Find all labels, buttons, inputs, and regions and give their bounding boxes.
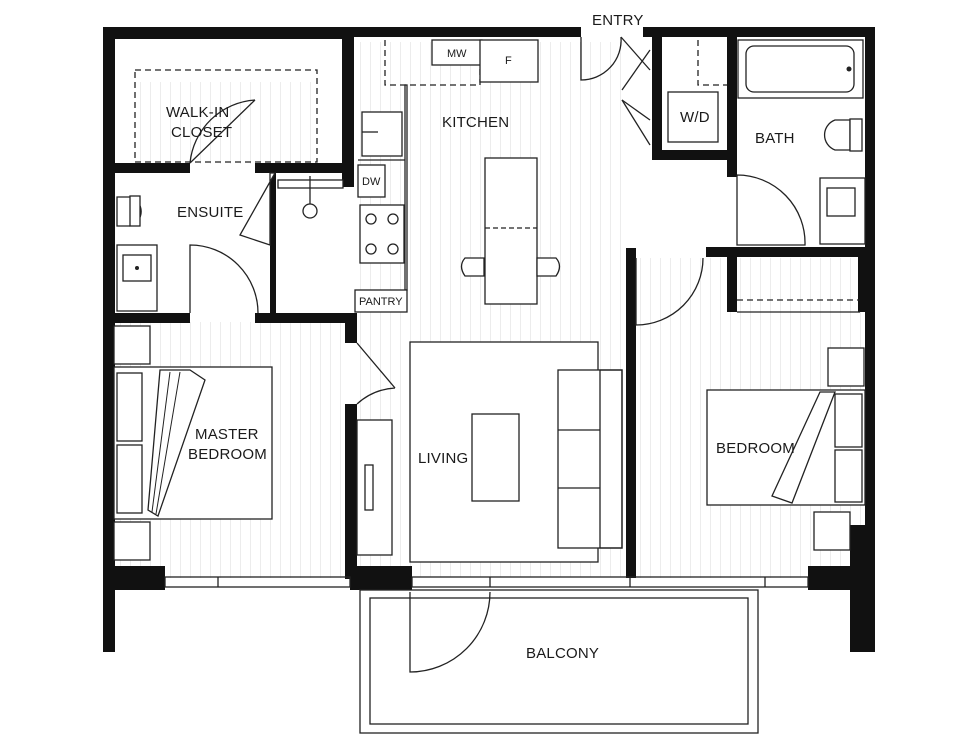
entry-doors [580, 36, 651, 146]
label-bath: BATH [755, 130, 795, 147]
ensuite-door-swing [189, 244, 259, 314]
label-microwave: MW [447, 48, 467, 60]
label-living: LIVING [418, 450, 468, 467]
label-washer-dryer: W/D [680, 109, 710, 126]
bath-fixtures [736, 39, 866, 246]
ensuite-fixtures [116, 172, 344, 314]
closet-door-swing [189, 99, 256, 164]
cooktop [359, 204, 405, 264]
label-kitchen: KITCHEN [442, 114, 509, 131]
bath-toilet [823, 119, 851, 151]
closet-shelf [134, 69, 318, 163]
kitchen-fixtures [354, 39, 561, 313]
windows [164, 576, 809, 588]
label-fridge: F [505, 55, 512, 67]
label-entry: ENTRY [592, 12, 644, 29]
sofa [557, 369, 623, 549]
label-balcony: BALCONY [526, 645, 599, 662]
pantry [354, 289, 408, 313]
kitchen-sink [361, 111, 403, 157]
label-walk-in-closet-1: WALK-IN [166, 104, 229, 121]
label-bedroom: BEDROOM [716, 440, 795, 457]
label-master-bedroom-1: MASTER [195, 426, 259, 443]
bathtub [737, 39, 864, 99]
living-furniture [356, 341, 623, 563]
balcony-railing [359, 589, 759, 734]
ensuite-vanity [116, 244, 158, 312]
ensuite-shower [239, 172, 277, 246]
laundry-shelf [697, 40, 727, 86]
media-console [356, 419, 393, 556]
label-dishwasher: DW [362, 176, 381, 188]
coffee-table [471, 413, 520, 502]
floor-hatching [115, 42, 866, 578]
dishwasher [357, 164, 386, 198]
washer-dryer [667, 91, 719, 143]
label-master-bedroom-2: BEDROOM [188, 446, 267, 463]
label-ensuite: ENSUITE [177, 204, 243, 221]
label-walk-in-closet-2: CLOSET [171, 124, 232, 141]
label-pantry: PANTRY [359, 296, 403, 308]
kitchen-island [484, 157, 538, 305]
balcony-door-swing [409, 591, 491, 673]
walls [103, 27, 875, 652]
fridge [479, 39, 539, 83]
master-bedroom-furniture [113, 325, 273, 561]
bedroom-furniture [635, 257, 866, 551]
bath-door-swing [736, 174, 806, 246]
